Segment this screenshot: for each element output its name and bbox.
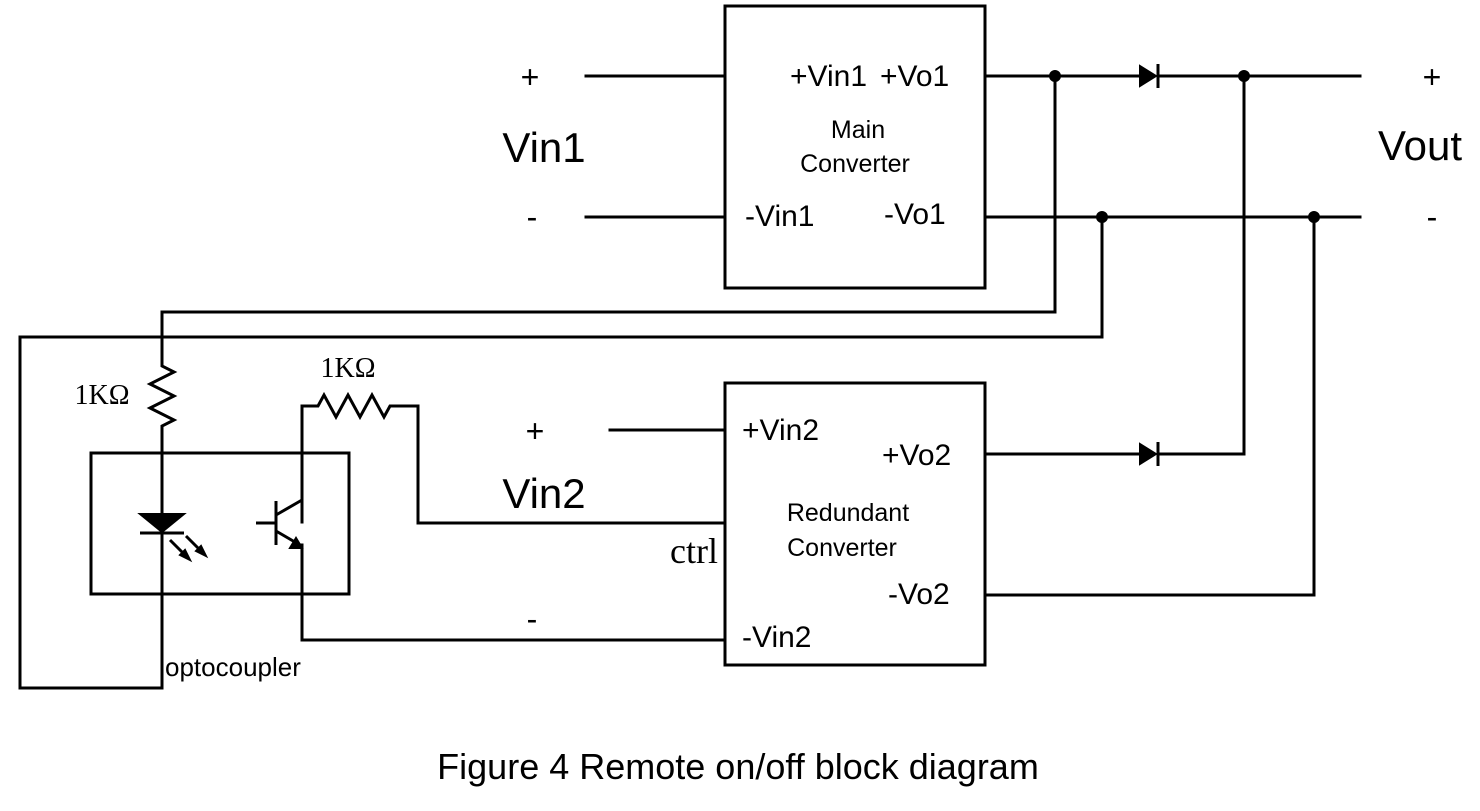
resistor-r1-value: 1KΩ <box>74 380 129 411</box>
optocoupler-label: optocoupler <box>165 652 301 682</box>
optocoupler-box <box>89 451 351 596</box>
main-converter-title-line1: Main <box>831 116 885 144</box>
redundant-pin-vin2-minus: -Vin2 <box>742 621 812 654</box>
led-icon <box>137 513 187 534</box>
input1-terminals: + Vin1 - <box>502 59 727 235</box>
wire-diode2-to-vout-plus <box>1158 74 1246 456</box>
wire-emitter-to-vin2-minus <box>300 592 727 642</box>
vin1-minus-sign: - <box>527 199 538 235</box>
main-converter: +Vin1 +Vo1 Main Converter -Vin1 -Vo1 <box>723 4 987 290</box>
vin1-plus-sign: + <box>521 59 540 95</box>
main-pin-vo1-minus: -Vo1 <box>884 198 946 231</box>
output-terminals: + Vout - <box>1378 59 1462 235</box>
redundant-pin-vo2-minus: -Vo2 <box>888 578 950 611</box>
junction-dot <box>1096 211 1108 223</box>
redundant-converter: +Vin2 +Vo2 Redundant Converter -Vo2 -Vin… <box>670 381 987 667</box>
resistor-r1: 1KΩ <box>74 358 178 453</box>
wire-vo2-minus-to-vout-minus <box>983 215 1316 597</box>
resistor-r2-value: 1KΩ <box>320 353 375 384</box>
redundant-pin-vo2-plus: +Vo2 <box>882 439 951 472</box>
redundant-converter-title-line2: Converter <box>787 534 897 562</box>
junction-dot <box>1238 70 1250 82</box>
redundant-pin-ctrl: ctrl <box>670 531 718 571</box>
main-pin-vo1-plus: +Vo1 <box>880 60 949 93</box>
vout-label: Vout <box>1378 122 1462 169</box>
diode-2 <box>1139 442 1160 466</box>
diode-1 <box>1139 64 1160 88</box>
input2-terminals: + Vin2 - <box>502 413 727 637</box>
figure-caption: Figure 4 Remote on/off block diagram <box>437 746 1039 787</box>
redundant-converter-title-line1: Redundant <box>787 499 909 527</box>
redundant-pin-vin2-plus: +Vin2 <box>742 414 819 447</box>
vin2-plus-sign: + <box>526 413 545 449</box>
main-pin-vin1-plus: +Vin1 <box>790 60 867 93</box>
vin1-label: Vin1 <box>502 124 585 171</box>
vin2-label: Vin2 <box>502 470 585 517</box>
main-converter-title-line2: Converter <box>800 150 910 178</box>
output-wiring <box>18 70 1362 690</box>
vout-minus-sign: - <box>1427 199 1438 235</box>
vin2-minus-sign: - <box>527 601 538 637</box>
main-pin-vin1-minus: -Vin1 <box>745 200 815 233</box>
junction-dot <box>1308 211 1320 223</box>
wire-vo1-plus-to-resistor <box>160 74 1057 360</box>
junction-dot <box>1049 70 1061 82</box>
resistor-r2: 1KΩ <box>300 353 725 525</box>
main-converter-box <box>723 4 987 290</box>
vout-plus-sign: + <box>1423 59 1442 95</box>
optocoupler: optocoupler <box>89 451 351 682</box>
wire-vo1-minus-to-led <box>18 215 1104 690</box>
